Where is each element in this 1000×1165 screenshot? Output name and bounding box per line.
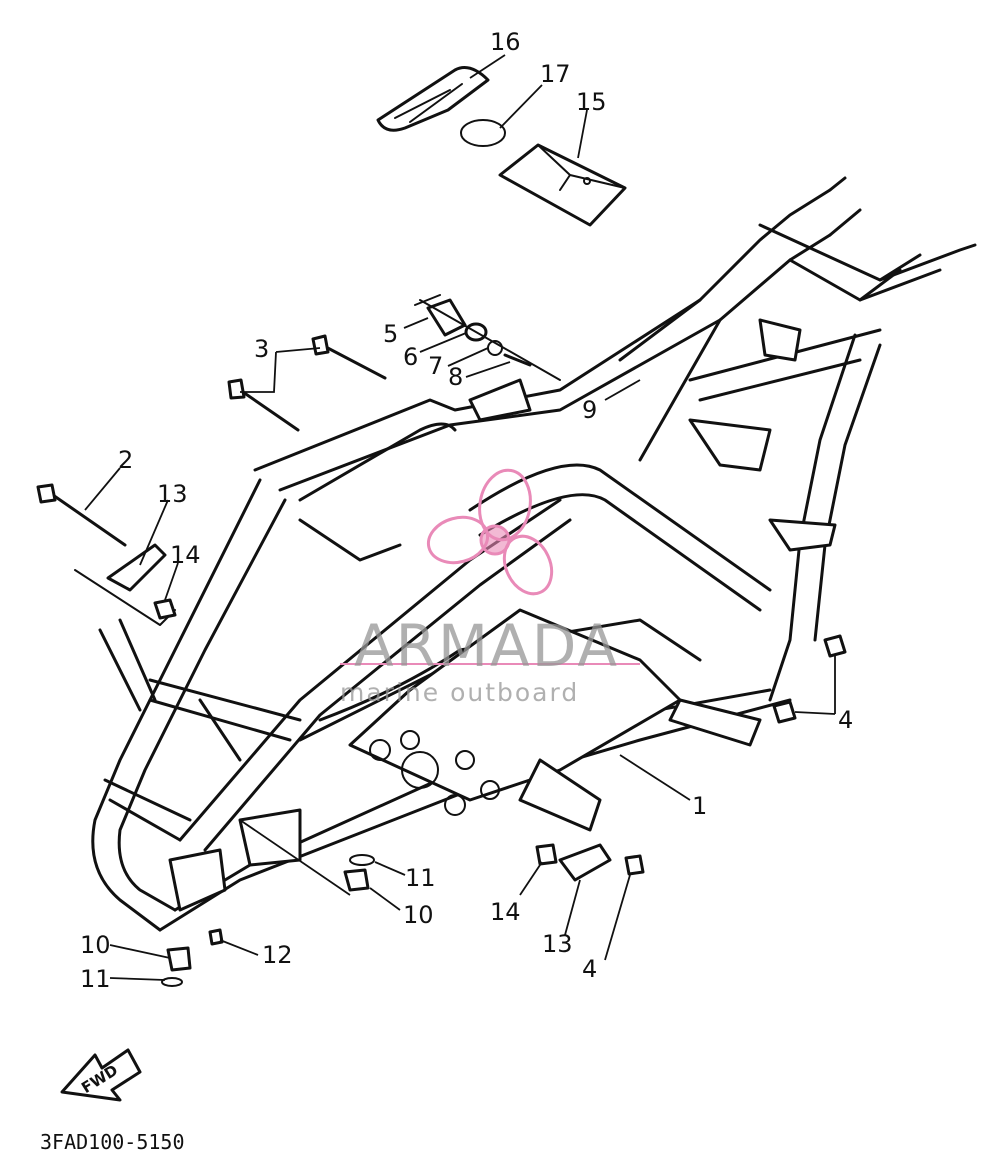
callout-6: 6 xyxy=(403,343,419,371)
part-13-bracket-right xyxy=(558,843,612,882)
part-2-bolt xyxy=(36,483,127,547)
callout-11-left: 11 xyxy=(80,965,111,993)
callout-11-center: 11 xyxy=(405,864,436,892)
callout-1: 1 xyxy=(692,792,708,820)
watermark-tagline: marine outboard xyxy=(340,678,580,707)
watermark-logo xyxy=(426,468,554,596)
callout-10-center: 10 xyxy=(403,901,434,929)
callout-9: 9 xyxy=(582,396,598,424)
part-17-disc xyxy=(460,119,506,147)
callout-3: 3 xyxy=(254,335,270,363)
callout-10-left: 10 xyxy=(80,931,111,959)
callout-15: 15 xyxy=(576,88,607,116)
callout-13-right: 13 xyxy=(542,930,573,958)
part-4-nuts xyxy=(624,634,847,876)
callout-4-right: 4 xyxy=(838,706,854,734)
part-code: 3FAD100-5150 xyxy=(40,1130,185,1154)
watermark-brand: ARMADA xyxy=(354,612,620,680)
callout-7: 7 xyxy=(428,352,444,380)
callout-14-right: 14 xyxy=(490,898,521,926)
part-3-bolts xyxy=(227,334,387,432)
callout-2: 2 xyxy=(118,446,134,474)
callout-8: 8 xyxy=(448,363,464,391)
callout-5: 5 xyxy=(383,320,399,348)
parts-5-6-7-8-bushing-set xyxy=(414,294,561,381)
part-14-bolt-right xyxy=(535,843,558,866)
part-15-tool-bag xyxy=(498,143,627,227)
part-16-rubber-strap xyxy=(376,66,490,132)
callout-16: 16 xyxy=(490,28,521,56)
parts-10-11-mounts xyxy=(161,854,375,987)
callout-12: 12 xyxy=(262,941,293,969)
callout-14-left: 14 xyxy=(170,541,201,569)
fwd-arrow-icon xyxy=(60,1048,142,1102)
part-14-bolt-left xyxy=(153,598,177,620)
frame-body xyxy=(91,176,977,932)
callout-13-left: 13 xyxy=(157,480,188,508)
leader-lines xyxy=(84,54,836,981)
callout-17: 17 xyxy=(540,60,571,88)
callout-4-bottom: 4 xyxy=(582,955,598,983)
